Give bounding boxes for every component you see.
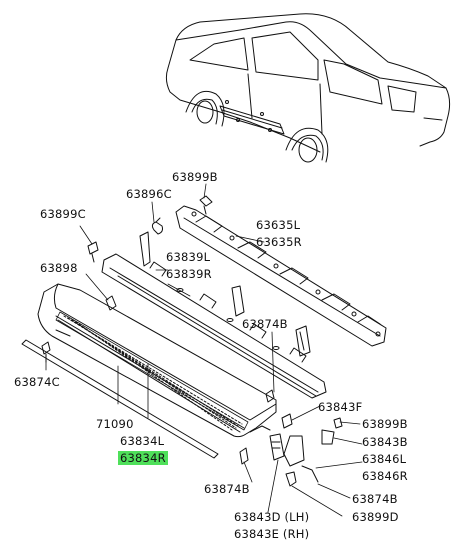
part-label-63899b-top: 63899B xyxy=(172,170,218,184)
part-label-63839l: 63839L xyxy=(166,250,211,264)
part-label-63635r: 63635R xyxy=(256,235,302,249)
part-label-63899c: 63899C xyxy=(40,207,86,221)
part-label-63899d: 63899D xyxy=(352,510,399,524)
bracket-63839 xyxy=(101,231,327,399)
part-label-71090: 71090 xyxy=(96,417,134,431)
side-garnish-63834 xyxy=(37,283,277,438)
part-label-63834r: 63834R xyxy=(118,451,168,465)
part-label-63635l: 63635L xyxy=(256,218,301,232)
rail-63635 xyxy=(175,205,387,347)
highlighted-part-63834r: 63834R xyxy=(118,451,168,465)
leader-lines xyxy=(45,183,363,517)
part-label-63874b-lower: 63874B xyxy=(204,482,250,496)
part-label-63834l: 63834L xyxy=(120,434,165,448)
part-label-63839r: 63839R xyxy=(166,267,212,281)
part-label-63843e: 63843E (RH) xyxy=(234,527,310,541)
part-label-63899b-right: 63899B xyxy=(362,417,408,431)
part-label-63874c: 63874C xyxy=(14,375,60,389)
part-label-63874b-right: 63874B xyxy=(352,492,398,506)
part-label-63843b: 63843B xyxy=(362,435,408,449)
part-label-63874b-upper: 63874B xyxy=(242,317,288,331)
part-label-63843d: 63843D (LH) xyxy=(234,510,310,524)
vehicle-illustration xyxy=(165,13,451,163)
fasteners xyxy=(41,195,343,487)
part-label-63843f: 63843F xyxy=(318,400,363,414)
strip-71090 xyxy=(21,339,219,459)
part-label-63898: 63898 xyxy=(40,261,78,275)
part-label-63896c: 63896C xyxy=(126,187,172,201)
part-label-63846l: 63846L xyxy=(362,452,407,466)
part-label-63846r: 63846R xyxy=(362,469,408,483)
